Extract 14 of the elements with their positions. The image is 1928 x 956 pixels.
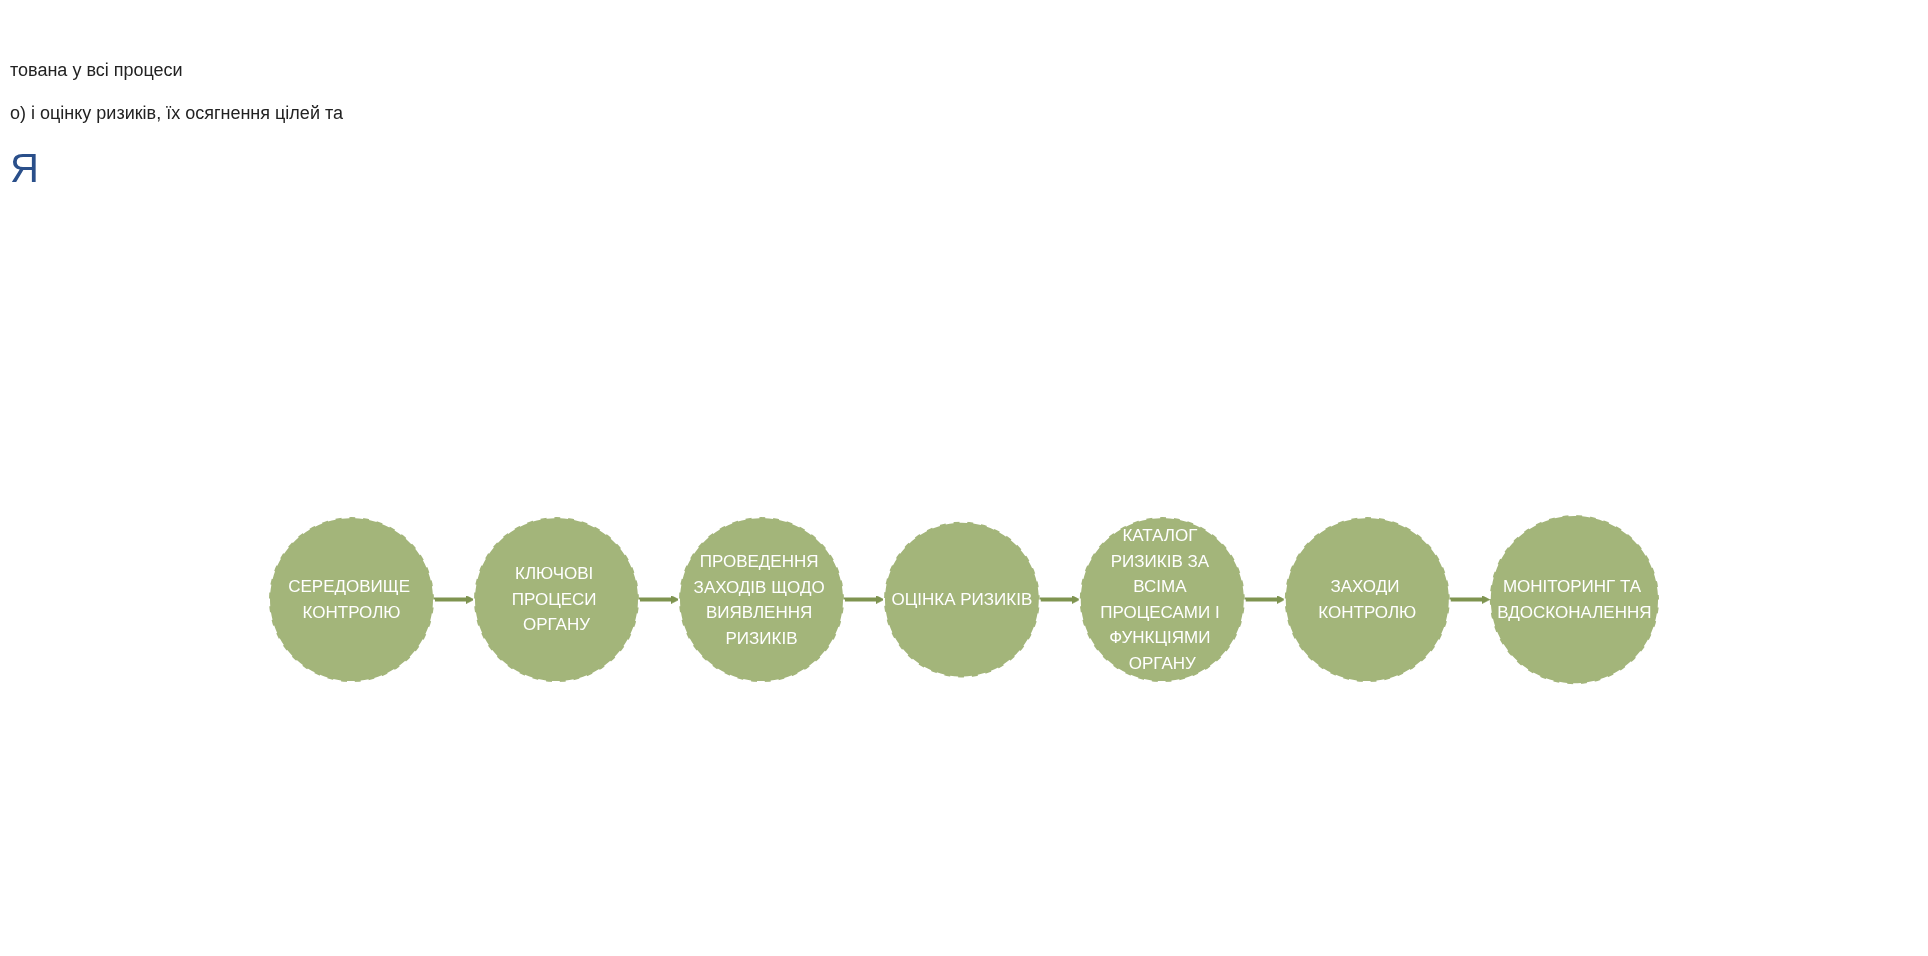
arrow — [434, 595, 475, 605]
node-circle — [1078, 516, 1246, 684]
flowchart: СЕРЕДОВИЩЕ КОНТРОЛЮ КЛЮЧОВІ ПРОЦЕСИ ОРГАНУ ПРОВЕДЕННЯ ЗАХОДІВ ЩОДО ВИЯВЛЕННЯ РИЗИКІВ ОЦІНКА РИЗИКІВ КАТАЛОГ РИЗИКІВ ЗА ВСІМА ПРОЦЕСАМИ І ФУНКЦІЯМИ ОРГАНУ ЗАХОДИ КОНТРОЛЮ МОНІТОРИНГ ТА ВДОСКОНАЛЕННЯ — [261, 507, 1667, 693]
node-circle — [883, 521, 1041, 679]
text-fragment: о) і оцінку ризиків, їх осягнення цілей та — [10, 103, 344, 124]
text-fragment: тована у всі процеси — [10, 60, 184, 81]
node-circle — [268, 516, 435, 684]
node-circle — [1283, 516, 1451, 684]
arrow — [639, 595, 680, 605]
arrow — [844, 595, 885, 605]
heading-fragment: Я — [10, 146, 40, 191]
node-circle — [473, 516, 640, 684]
node-circle — [678, 516, 845, 684]
node-circle — [1488, 514, 1660, 686]
